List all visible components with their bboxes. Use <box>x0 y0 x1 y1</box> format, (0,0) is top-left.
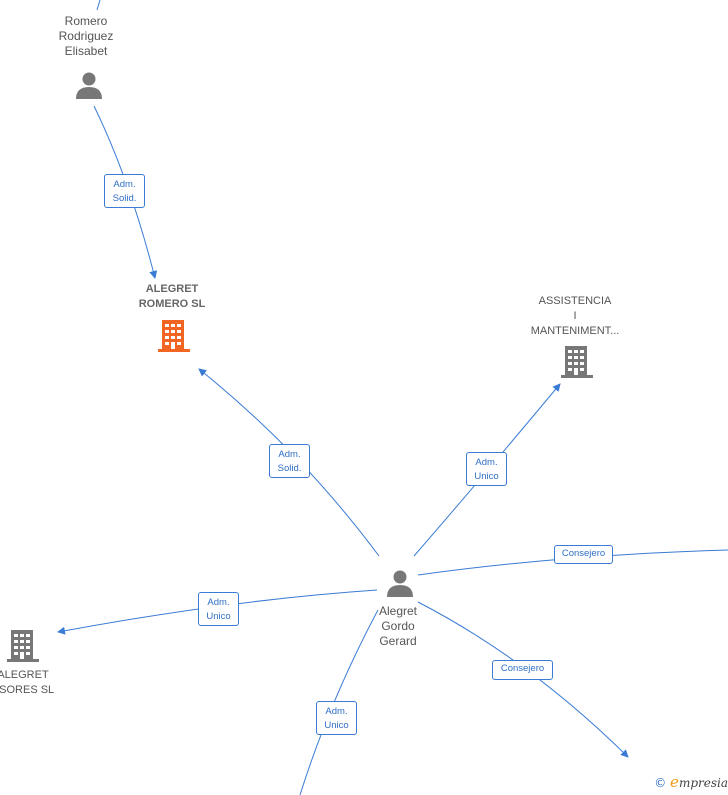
watermark-empresia: © empresia <box>654 773 728 791</box>
badge-line: Unico <box>206 611 231 622</box>
badge-text: Adm. Unico <box>320 705 353 733</box>
badge-line: Unico <box>324 720 349 731</box>
copyright-symbol: © <box>654 776 667 790</box>
badge-line: Consejero <box>561 548 606 559</box>
label-line: Gordo <box>381 619 415 633</box>
brand-logo-icon: e <box>670 773 679 791</box>
badge-line: Solid. <box>112 193 137 204</box>
badge-line: Adm. <box>325 706 348 717</box>
badge-text: Adm. Unico <box>470 456 503 484</box>
person-label-alegret-gordo[interactable]: Alegret Gordo Gerard <box>366 604 430 649</box>
badge-line: Adm. <box>278 449 301 460</box>
label-line: MANTENIMENT... <box>530 325 620 337</box>
edge-badge-consejero[interactable]: Consejero <box>554 545 613 564</box>
label-line: Gerard <box>379 634 417 648</box>
badge-line: Unico <box>474 471 499 482</box>
edge-badge-adm-unico[interactable]: Adm. Unico <box>466 452 507 486</box>
building-icon[interactable] <box>561 344 593 380</box>
label-line: ROMERO SL <box>138 298 206 310</box>
badge-line: Consejero <box>500 663 545 674</box>
building-icon[interactable] <box>7 628 39 664</box>
label-line: Rodriguez <box>58 29 114 43</box>
edge-badge-consejero[interactable]: Consejero <box>492 660 553 680</box>
person-icon[interactable] <box>385 568 415 598</box>
badge-line: Adm. <box>113 179 136 190</box>
building-icon[interactable] <box>158 318 190 354</box>
badge-line: Adm. <box>475 457 498 468</box>
company-label-alegret-romero[interactable]: ALEGRET ROMERO SL <box>128 282 216 312</box>
company-label-assistencia[interactable]: ASSISTENCIA I MANTENIMENT... <box>525 294 625 339</box>
label-line: ALEGRET <box>145 283 199 295</box>
edge-badge-adm-unico[interactable]: Adm. Unico <box>316 701 357 735</box>
badge-line: Solid. <box>277 463 302 474</box>
label-line: ALEGRET <box>0 669 49 681</box>
edge-top-offscreen <box>96 0 101 11</box>
label-line: ASSISTENCIA <box>538 295 612 307</box>
badge-line: Adm. <box>207 597 230 608</box>
company-label-alegret-asesores[interactable]: ALEGRET ESORES SL <box>0 668 60 698</box>
edge-badge-adm-unico[interactable]: Adm. Unico <box>198 592 239 626</box>
label-line: Alegret <box>378 604 418 618</box>
badge-text: Adm. Solid. <box>273 448 306 476</box>
person-icon[interactable] <box>74 70 104 100</box>
label-line: Elisabet <box>64 44 108 58</box>
label-line: Romero <box>64 14 108 28</box>
badge-text: Adm. Unico <box>202 596 235 624</box>
label-line: ESORES SL <box>0 684 55 696</box>
edge-badge-adm-solid[interactable]: Adm. Solid. <box>269 444 310 478</box>
brand-name: mpresia <box>678 776 728 790</box>
badge-text: Adm. Solid. <box>108 178 141 206</box>
edge-badge-adm-solid[interactable]: Adm. Solid. <box>104 174 145 208</box>
badge-text: Consejero <box>496 662 549 676</box>
label-line: I <box>573 310 577 322</box>
badge-text: Consejero <box>558 547 609 561</box>
person-label-romero[interactable]: Romero Rodriguez Elisabet <box>50 14 122 59</box>
